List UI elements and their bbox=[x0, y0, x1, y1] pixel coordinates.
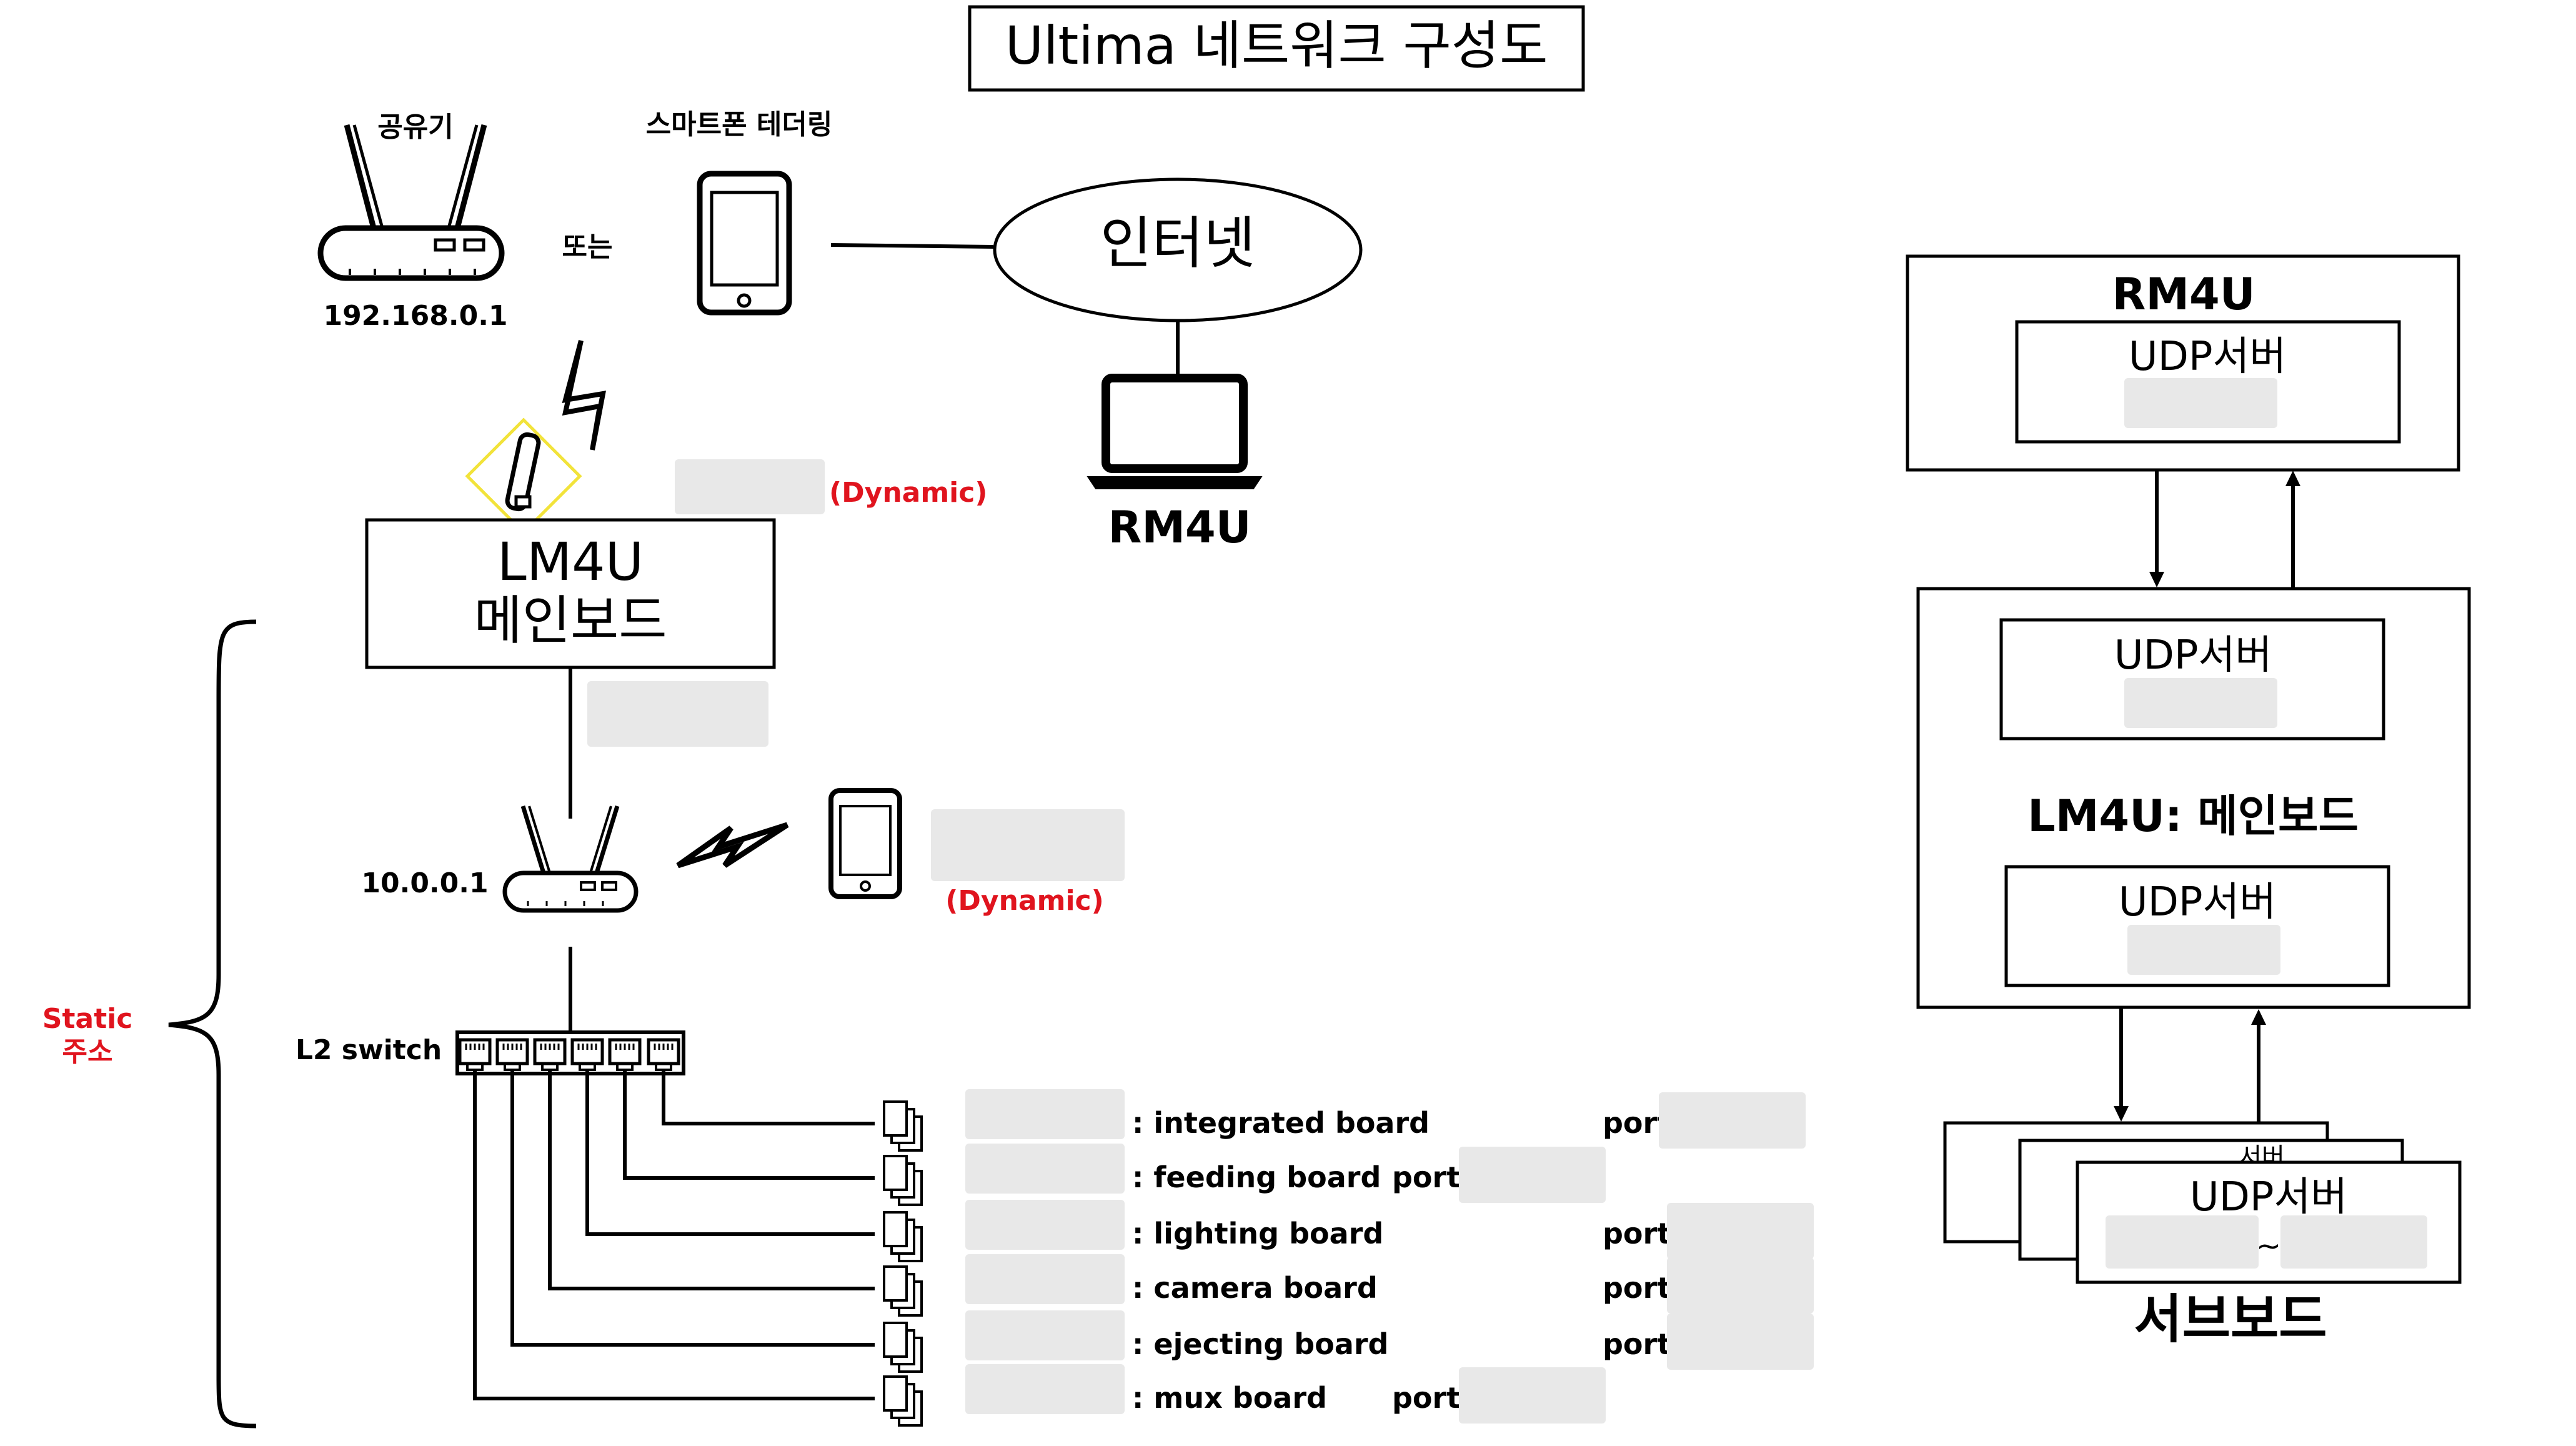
board-stack-icon bbox=[883, 1375, 923, 1427]
board-name: : integrated board bbox=[1132, 1106, 1430, 1140]
rm4u-title: RM4U bbox=[2112, 269, 2255, 320]
mainboard-line2: 메인보드 bbox=[474, 590, 667, 651]
redacted-lm4u-port-1 bbox=[2124, 678, 2277, 728]
switch-port-icon bbox=[608, 1038, 642, 1071]
router-top-label: 공유기 bbox=[377, 111, 453, 143]
board-stack-icon bbox=[883, 1211, 923, 1262]
smartphone-bottom-icon bbox=[828, 788, 902, 899]
lm4u-udp-label-1: UDP서버 bbox=[2114, 632, 2272, 679]
lm4u-title: LM4U: 메인보드 bbox=[2027, 790, 2359, 842]
internet-label: 인터넷 bbox=[1100, 211, 1255, 276]
arrow-head-up-1 bbox=[2285, 471, 2300, 486]
arrow-head-up-2 bbox=[2251, 1009, 2266, 1025]
lm4u-udp-label-2: UDP서버 bbox=[2119, 879, 2276, 925]
redacted-board-port bbox=[1667, 1203, 1814, 1259]
laptop-icon bbox=[1087, 374, 1263, 489]
switch-board-link bbox=[623, 1070, 875, 1180]
mainboard-line1: LM4U bbox=[497, 531, 644, 592]
wifi-dongle-icon bbox=[465, 417, 582, 535]
redacted-board-ip bbox=[965, 1364, 1125, 1414]
switch-board-link bbox=[473, 1070, 875, 1400]
board-stack-icon bbox=[883, 1265, 923, 1317]
wireless-bolt-icon-2 bbox=[676, 822, 789, 869]
diagram-title: Ultima 네트워크 구성도 bbox=[1005, 15, 1548, 76]
wireless-bolt-icon bbox=[562, 339, 606, 451]
l2-switch-icon bbox=[455, 1030, 685, 1075]
redacted-board-port bbox=[1667, 1257, 1814, 1314]
subboard-udp-label: UDP서버 bbox=[2190, 1174, 2347, 1220]
switch-board-link bbox=[662, 1070, 875, 1125]
switch-port-icon bbox=[458, 1038, 492, 1071]
title-box bbox=[968, 5, 1585, 92]
redacted-board-port bbox=[1659, 1092, 1806, 1149]
board-name: : feeding board bbox=[1132, 1160, 1381, 1194]
switch-ports bbox=[458, 1038, 680, 1071]
phone-internet-link bbox=[830, 243, 994, 249]
redacted-board-ip bbox=[965, 1200, 1125, 1250]
switch-board-link bbox=[585, 1070, 875, 1236]
subboard-title: 서브보드 bbox=[2134, 1289, 2327, 1350]
laptop-label: RM4U bbox=[1108, 502, 1251, 553]
redacted-ip-3 bbox=[931, 809, 1125, 881]
board-stack-icon bbox=[883, 1100, 923, 1152]
redacted-board-ip bbox=[965, 1144, 1125, 1194]
redacted-board-ip bbox=[965, 1254, 1125, 1304]
board-port-label: port: bbox=[1392, 1381, 1472, 1415]
board-stack-icon bbox=[883, 1322, 923, 1373]
dynamic-label-top: (Dynamic) bbox=[829, 477, 987, 509]
redacted-sub-port-end bbox=[2280, 1215, 2427, 1269]
phone-top-label: 스마트폰 테더링 bbox=[646, 109, 833, 141]
redacted-board-ip bbox=[965, 1089, 1125, 1139]
board-links bbox=[473, 1070, 875, 1400]
or-label: 또는 bbox=[562, 231, 613, 263]
static-brace bbox=[168, 619, 257, 1429]
board-name: : lighting board bbox=[1132, 1217, 1383, 1250]
redacted-sub-port-start bbox=[2106, 1215, 2259, 1269]
redacted-board-ip bbox=[965, 1310, 1125, 1360]
redacted-board-port bbox=[1459, 1367, 1606, 1424]
static-label-line1: Static bbox=[42, 1003, 133, 1035]
subboard-tilde: ~ bbox=[2256, 1229, 2281, 1264]
redacted-ip-2 bbox=[587, 681, 768, 747]
board-name: : ejecting board bbox=[1132, 1327, 1388, 1361]
router-top-ip: 192.168.0.1 bbox=[323, 300, 507, 332]
switch-port-icon bbox=[533, 1038, 567, 1071]
redacted-board-port bbox=[1459, 1147, 1606, 1203]
switch-label: L2 switch bbox=[296, 1034, 442, 1066]
board-port-label: port: bbox=[1392, 1160, 1472, 1194]
redacted-rm4u-port bbox=[2124, 378, 2277, 428]
arrow-head-down-1 bbox=[2149, 572, 2164, 587]
static-label-line2: 주소 bbox=[62, 1036, 113, 1068]
redacted-lm4u-port-2 bbox=[2127, 925, 2280, 975]
switch-port-icon bbox=[495, 1038, 529, 1071]
switch-board-link bbox=[548, 1070, 875, 1290]
board-name: : camera board bbox=[1132, 1271, 1378, 1305]
redacted-board-port bbox=[1667, 1314, 1814, 1370]
router-bottom-ip: 10.0.0.1 bbox=[361, 867, 488, 899]
switch-board-link bbox=[510, 1070, 875, 1347]
router-top-icon bbox=[317, 124, 505, 281]
rm4u-udp-label: UDP서버 bbox=[2129, 334, 2286, 380]
smartphone-top-icon bbox=[697, 171, 792, 316]
dynamic-label-bottom: (Dynamic) bbox=[945, 885, 1103, 917]
board-stack-icon bbox=[883, 1155, 923, 1206]
router-bottom-icon bbox=[502, 805, 639, 913]
board-name: : mux board bbox=[1132, 1381, 1327, 1415]
redacted-ip-1 bbox=[675, 459, 825, 514]
arrow-head-down-2 bbox=[2114, 1106, 2129, 1122]
switch-port-icon bbox=[647, 1038, 680, 1071]
